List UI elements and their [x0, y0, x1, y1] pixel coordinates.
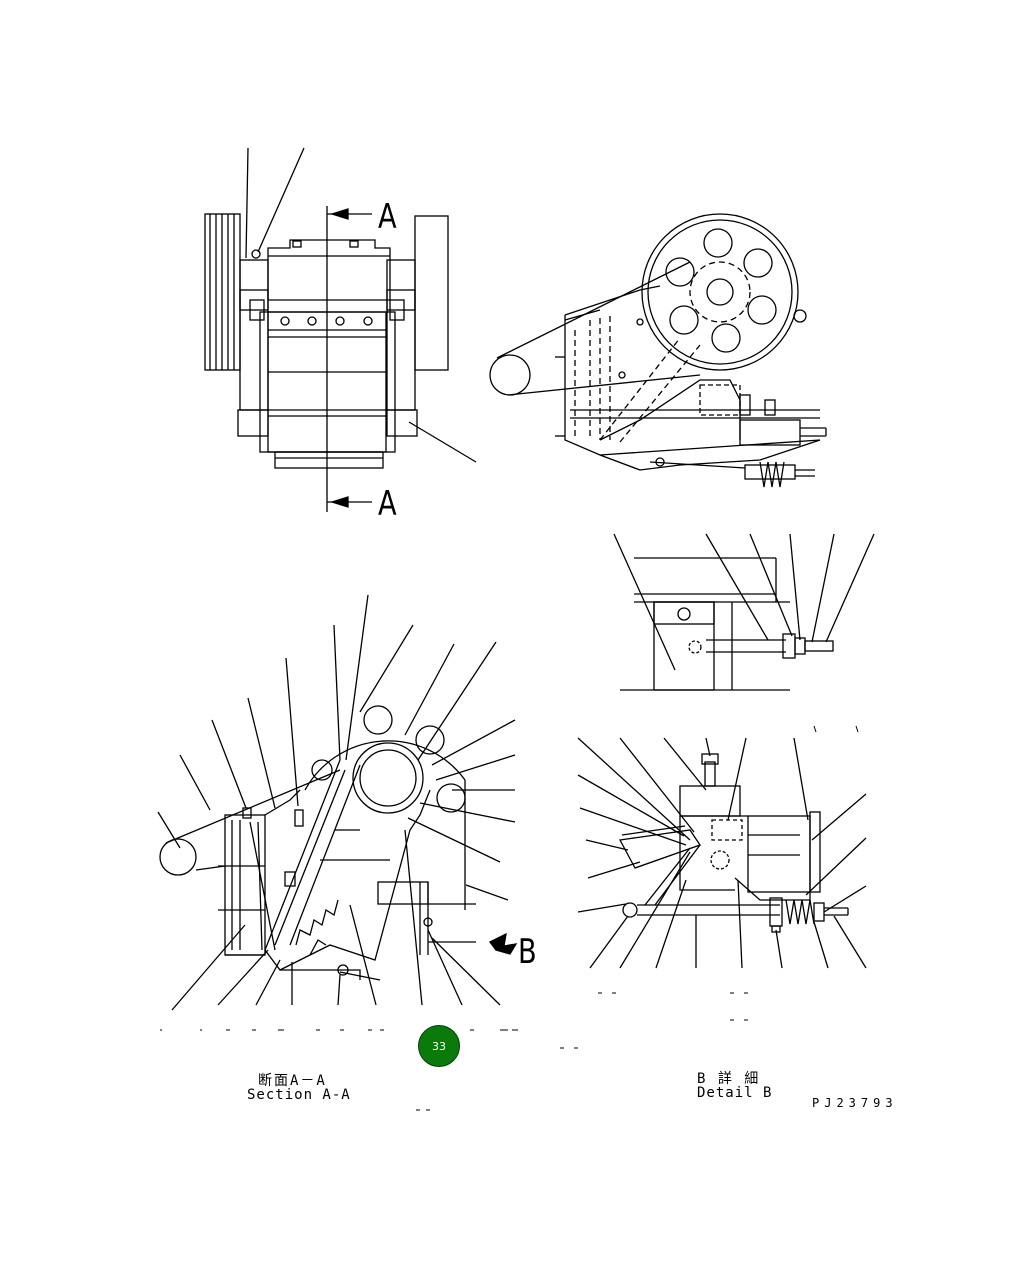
page-number-badge[interactable]: 33	[418, 1025, 460, 1067]
detail-upper	[613, 533, 875, 691]
detail-b-marker: B	[518, 932, 537, 972]
section-caption-en: Section A-A	[247, 1087, 351, 1103]
detail-caption-en: Detail B	[697, 1085, 773, 1101]
front-view	[204, 147, 477, 512]
section-caption-jp: 断面A－A	[258, 1073, 327, 1089]
detail-b	[577, 725, 867, 1021]
section-a-a	[157, 594, 578, 1111]
drawing-code: PJ23793	[812, 1096, 898, 1110]
section-marker-top: A	[378, 197, 397, 237]
section-marker-bottom: A	[378, 484, 397, 524]
detail-caption-jp: B 詳 細	[697, 1071, 761, 1087]
isometric-view	[489, 213, 827, 488]
